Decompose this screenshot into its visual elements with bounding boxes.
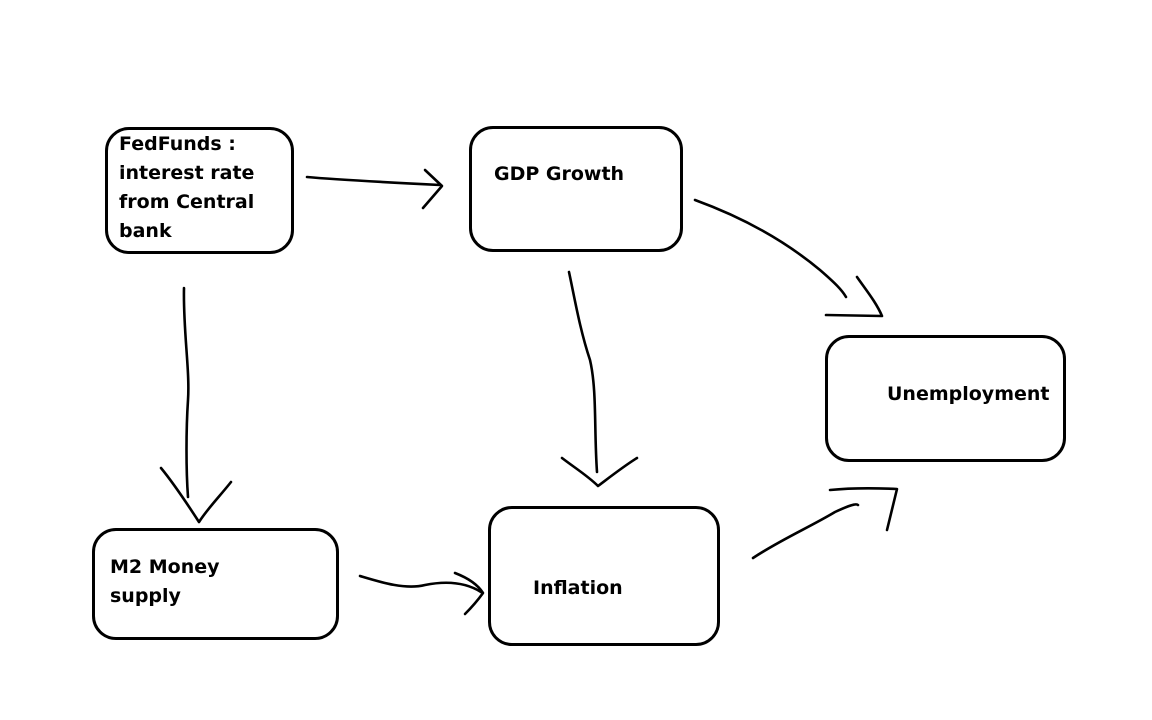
arrow-fedfunds-to-gdp-shaft [305, 175, 442, 187]
arrow-m2-to-inflation [358, 571, 485, 616]
arrow-inflation-to-unemployment [751, 487, 899, 560]
node-fedfunds-box [105, 127, 294, 254]
node-m2-money-supply-box [92, 528, 339, 640]
arrow-fedfunds-to-m2-shaft [182, 286, 190, 499]
node-gdp-growth-box [469, 126, 683, 252]
arrow-m2-to-inflation-head [453, 571, 485, 616]
arrow-inflation-to-unemployment-shaft [751, 503, 860, 560]
arrow-fedfunds-to-gdp [305, 168, 444, 210]
arrow-gdp-to-unemployment-head [824, 275, 884, 318]
arrow-gdp-to-inflation-head [560, 456, 639, 488]
node-gdp-growth-label: GDP Growth [494, 163, 625, 185]
arrow-gdp-to-inflation-shaft [567, 270, 599, 474]
node-inflation-box [488, 506, 720, 646]
node-inflation-label: Inflation [533, 577, 623, 599]
arrow-gdp-to-unemployment [693, 198, 884, 318]
node-unemployment-label: Unemployment [887, 383, 1050, 405]
arrow-fedfunds-to-m2-head [159, 466, 233, 524]
node-m2-money-supply-label: M2 Money supply [110, 556, 220, 607]
arrow-fedfunds-to-m2 [159, 286, 233, 524]
arrow-gdp-to-inflation [560, 270, 639, 488]
node-unemployment-box [825, 335, 1066, 462]
arrow-gdp-to-unemployment-shaft [693, 198, 848, 299]
arrow-fedfunds-to-gdp-head [421, 168, 444, 210]
node-fedfunds-label: FedFunds : interest rate from Central ba… [119, 133, 255, 242]
arrow-m2-to-inflation-shaft [358, 574, 483, 594]
arrow-inflation-to-unemployment-head [828, 487, 899, 532]
